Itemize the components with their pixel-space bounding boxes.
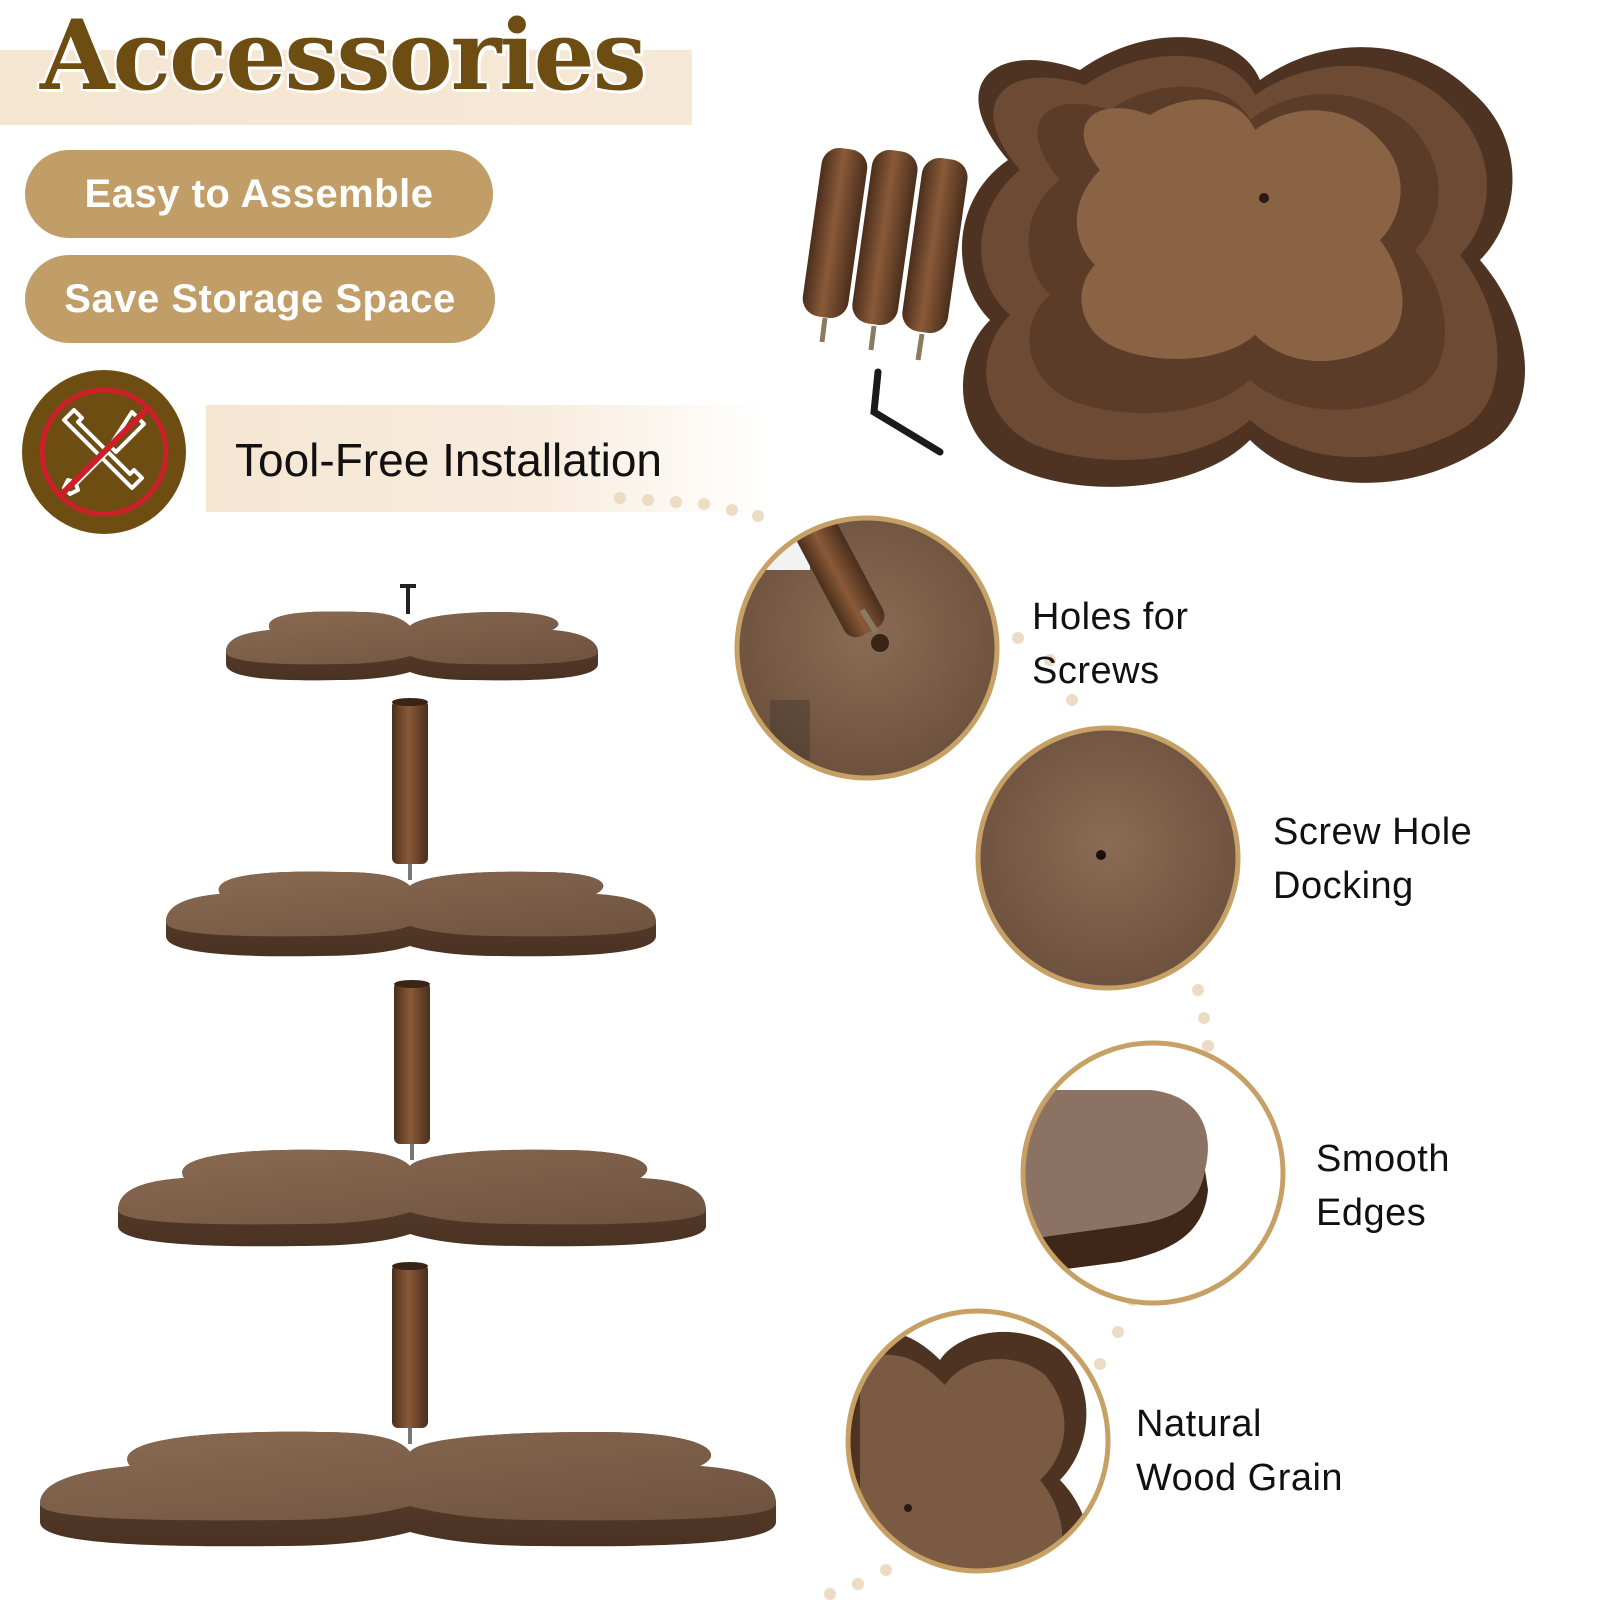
- easy-assemble-badge: Easy to Assemble: [25, 150, 493, 238]
- tool-free-label: Tool-Free Installation: [235, 434, 662, 486]
- save-storage-badge: Save Storage Space: [25, 255, 495, 343]
- title-band: [0, 50, 692, 125]
- detail-grain-image: [845, 1308, 1111, 1574]
- tool-free-band: [206, 405, 766, 512]
- detail-docking-image: [975, 725, 1241, 991]
- detail-edges-image: [1020, 1040, 1286, 1306]
- stand-assembly-image: [40, 584, 776, 1547]
- stacked-trays-image: [802, 37, 1525, 487]
- page-title: Accessories: [40, 0, 647, 112]
- detail-holes-image: [734, 515, 1000, 781]
- dotted-connector: [614, 492, 1214, 1600]
- no-tools-icon: [22, 370, 186, 534]
